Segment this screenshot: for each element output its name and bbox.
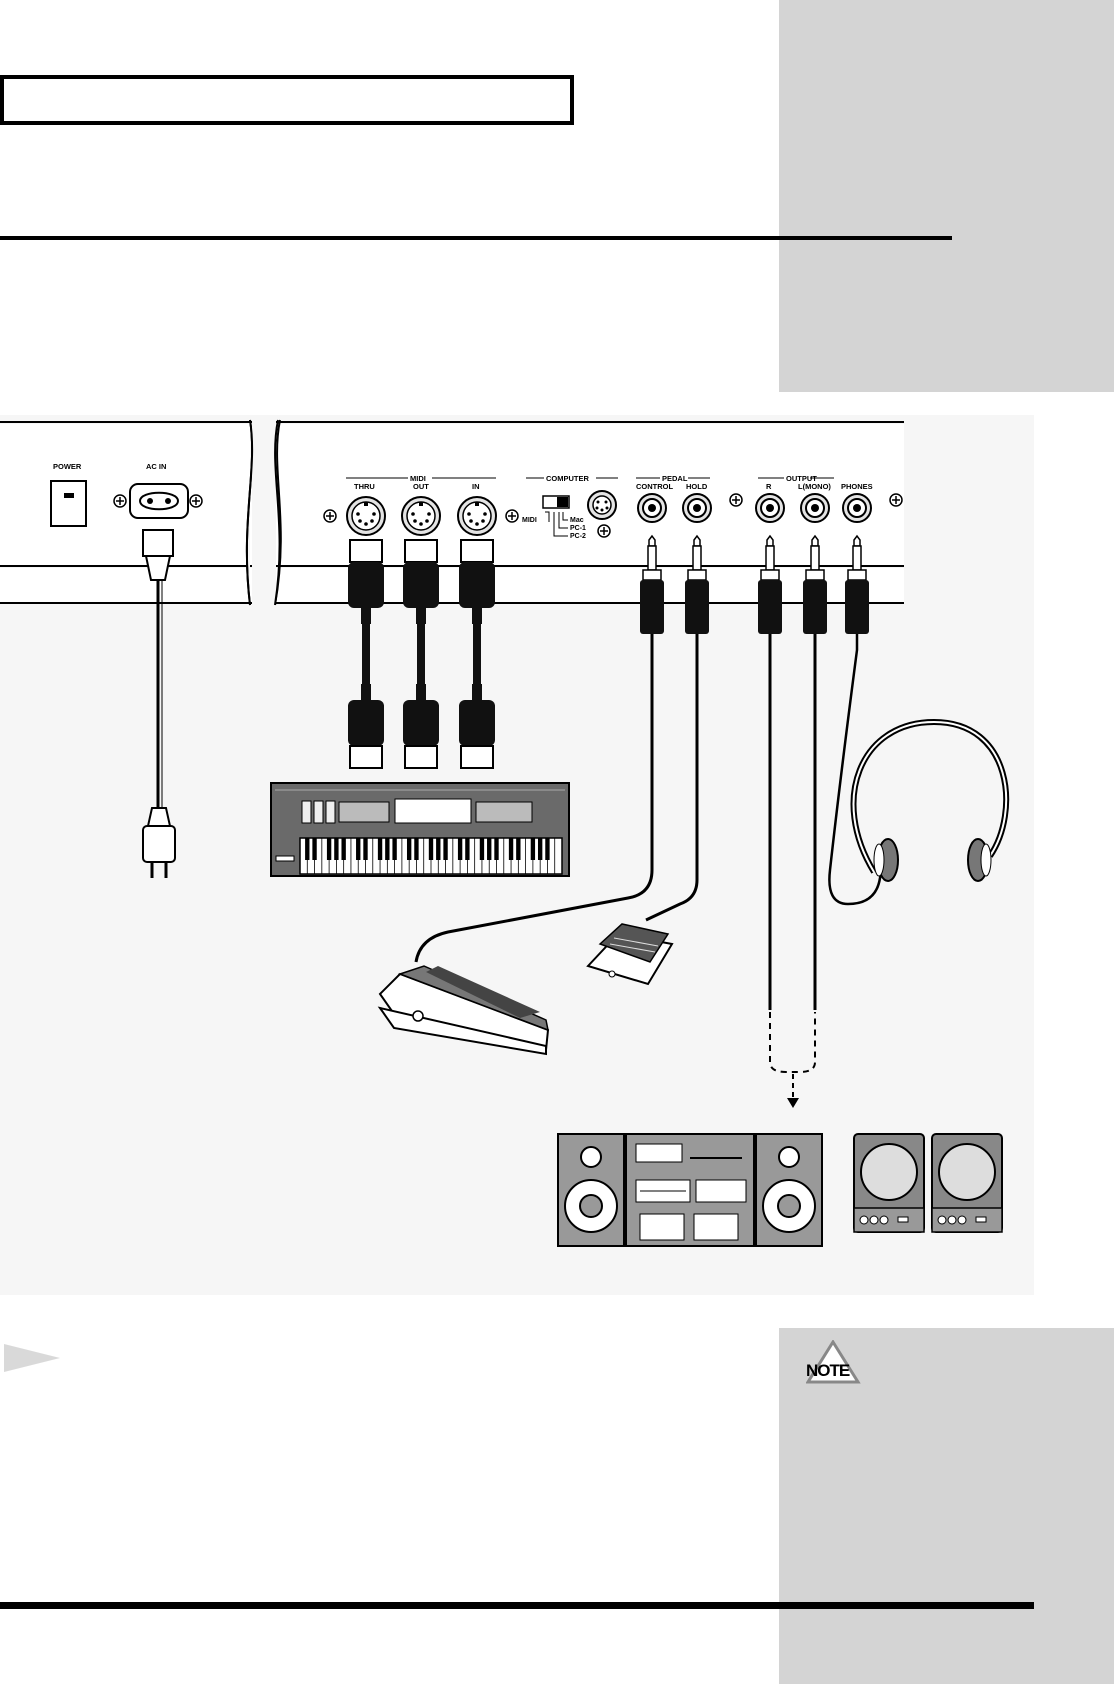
control-pedal-jack[interactable] xyxy=(637,493,667,523)
section-arrow-icon xyxy=(4,1344,60,1372)
sidebar-note-panel xyxy=(779,1328,1114,1684)
midi-keyboard-icon xyxy=(270,782,570,877)
computer-port[interactable] xyxy=(587,490,617,520)
note-icon-text: NOTE xyxy=(806,1361,850,1380)
expression-pedal-icon xyxy=(377,965,550,1056)
stereo-system-icon xyxy=(557,1133,823,1247)
midi-thru-port[interactable] xyxy=(346,496,386,536)
top-rule xyxy=(0,236,952,240)
power-label: POWER xyxy=(53,462,82,471)
output-r-label: R xyxy=(766,482,772,491)
pedal-hold-label: HOLD xyxy=(686,482,708,491)
output-label: OUTPUT xyxy=(786,474,817,483)
midi-out-label: OUT xyxy=(413,482,429,491)
power-switch[interactable] xyxy=(50,480,87,527)
output-l-mono-jack[interactable] xyxy=(800,493,830,523)
bottom-rule xyxy=(0,1602,1034,1609)
hold-pedal-icon xyxy=(586,923,674,986)
midi-in-label: IN xyxy=(472,482,480,491)
sidebar-top xyxy=(779,0,1114,392)
switch-pc1-label: PC-1 xyxy=(570,525,586,532)
phones-label: PHONES xyxy=(841,482,873,491)
phones-jack[interactable] xyxy=(842,493,872,523)
speaker-icon xyxy=(853,1133,925,1233)
midi-thru-label: THRU xyxy=(354,482,375,491)
hold-pedal-jack[interactable] xyxy=(682,493,712,523)
pedal-control-label: CONTROL xyxy=(636,482,673,491)
midi-out-port[interactable] xyxy=(401,496,441,536)
speaker-icon xyxy=(931,1133,1003,1233)
switch-pc2-label: PC-2 xyxy=(570,533,586,540)
midi-in-port[interactable] xyxy=(457,496,497,536)
ac-in-label: AC IN xyxy=(146,462,166,471)
connection-diagram: POWER AC IN MIDI THRU OUT IN xyxy=(0,419,1010,1247)
computer-label: COMPUTER xyxy=(546,474,590,483)
note-icon: NOTE xyxy=(806,1340,861,1384)
switch-mac-label: Mac xyxy=(570,517,584,524)
section-title-box xyxy=(0,75,574,125)
pedal-label: PEDAL xyxy=(662,474,688,483)
output-l-mono-label: L(MONO) xyxy=(798,482,831,491)
switch-midi-label: MIDI xyxy=(522,517,537,524)
headphones-icon xyxy=(850,718,1010,882)
midi-cables xyxy=(347,539,496,769)
midi-label: MIDI xyxy=(410,474,426,483)
power-plug-icon xyxy=(142,807,176,878)
output-r-jack[interactable] xyxy=(755,493,785,523)
